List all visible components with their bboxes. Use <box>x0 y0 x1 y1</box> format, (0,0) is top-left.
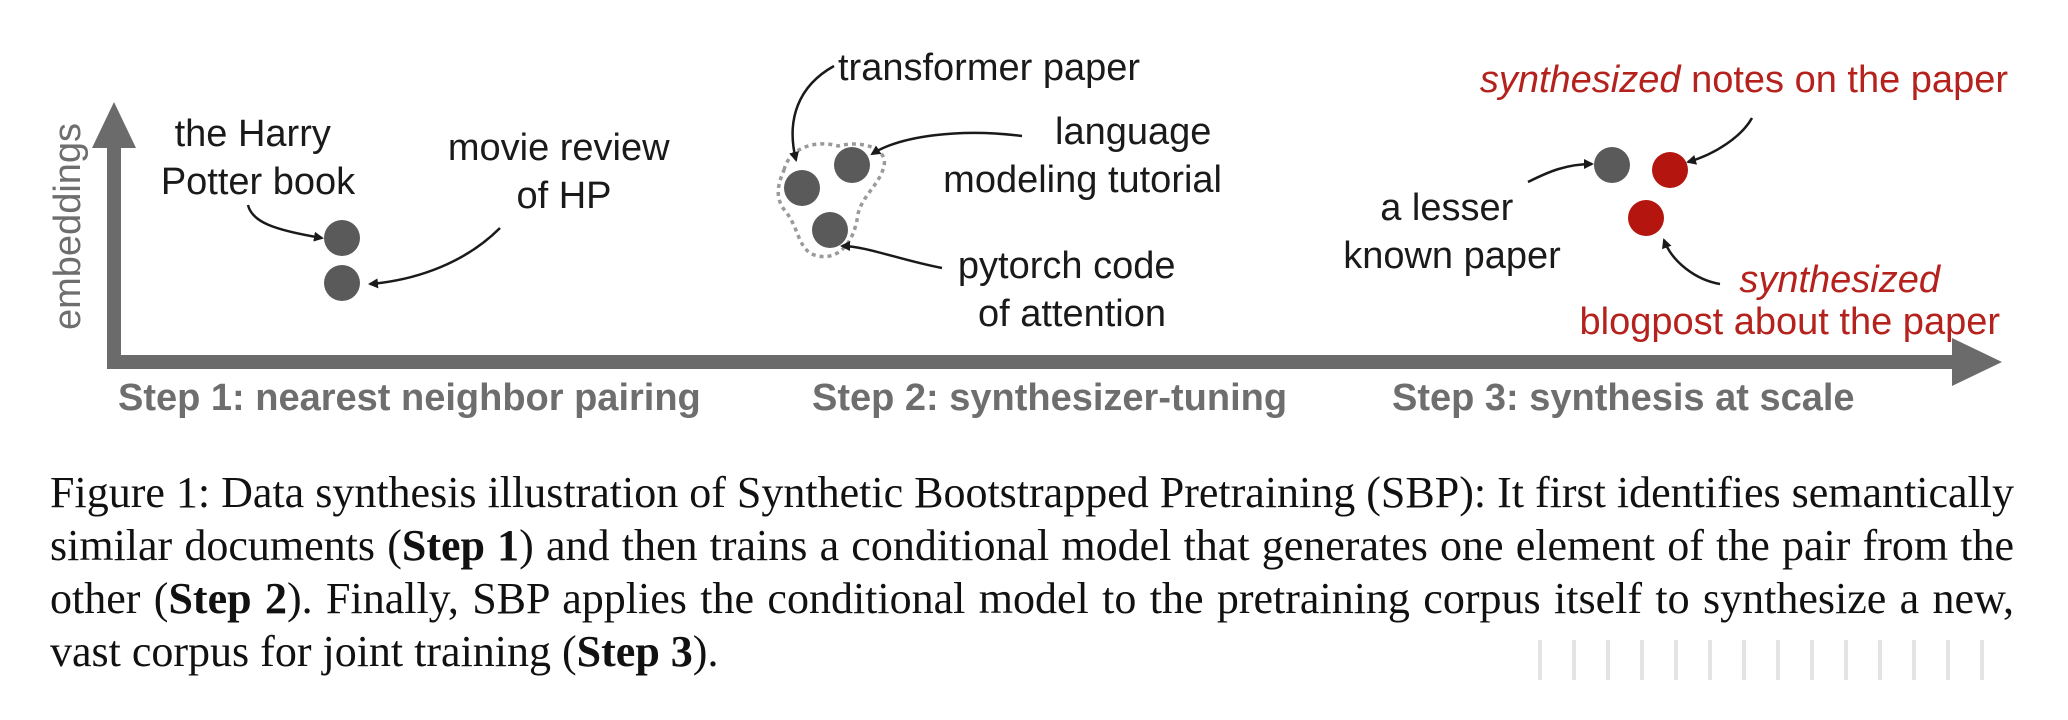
arrow-to-transformer-paper <box>789 64 835 162</box>
caption-step3: Step 3 <box>576 627 693 676</box>
harry-potter-label: the Harry Potter book <box>161 113 356 203</box>
step1-label: Step 1: nearest neighbor pairing <box>118 377 701 419</box>
synth-blogpost-dot <box>1628 200 1664 236</box>
watermark <box>1538 640 2008 680</box>
arrow-to-pytorch-code <box>840 241 943 270</box>
axes <box>92 102 2002 386</box>
synth-notes-dot <box>1652 152 1688 188</box>
x-axis-arrowhead <box>1952 338 2002 386</box>
caption-step2: Step 2 <box>168 574 287 623</box>
synth-blogpost-label-line2: blogpost about the paper <box>1580 301 2001 343</box>
arrow-to-language-modeling <box>870 131 1023 156</box>
transformer-paper-label: transformer paper <box>838 47 1140 89</box>
sbp-figure: embeddings Step 1: nearest neighbor pair… <box>47 47 2008 419</box>
step2-label: Step 2: synthesizer-tuning <box>812 377 1287 419</box>
cluster-outline <box>776 142 887 259</box>
figure-caption: Figure 1: Data synthesis illustration of… <box>50 466 2014 678</box>
caption-text-2: ) and then trains a conditional model th… <box>50 521 2015 623</box>
figure-number: Figure 1: <box>50 468 211 517</box>
lesser-known-label: a lesser known paper <box>1343 187 1561 277</box>
caption-text-3: ). Finally, SBP applies the conditional … <box>50 574 2015 676</box>
arrow-to-lesser-known <box>1527 159 1594 184</box>
caption-step1: Step 1 <box>401 521 520 570</box>
pytorch-code-dot <box>812 212 848 248</box>
lesser-known-dot <box>1594 147 1630 183</box>
y-axis-label: embeddings <box>47 123 89 330</box>
language-modeling-dot <box>834 147 870 183</box>
synth-notes-label: synthesized notes on the paper <box>1480 59 2008 101</box>
caption-text-4: ). <box>692 627 719 676</box>
step2-group: transformer paper language modeling tuto… <box>776 47 1222 335</box>
movie-review-dot <box>324 265 360 301</box>
arrow-to-synth-notes <box>1686 117 1754 165</box>
step3-group: synthesized notes on the paper a lesser … <box>1343 59 2008 343</box>
arrow-to-harry-potter <box>246 204 324 242</box>
caption-text-1: Data synthesis illustration of Synthetic… <box>50 468 2014 570</box>
transformer-paper-dot <box>784 170 820 206</box>
pytorch-code-label: pytorch code of attention <box>958 245 1186 335</box>
synth-blogpost-label-line1: synthesized <box>1739 259 1942 301</box>
step3-label: Step 3: synthesis at scale <box>1392 377 1855 419</box>
arrow-to-movie-review <box>368 227 501 289</box>
step1-group: the Harry Potter book movie review of HP <box>161 113 680 301</box>
y-axis-arrowhead <box>92 102 136 148</box>
movie-review-label: movie review of HP <box>448 127 680 217</box>
language-modeling-label: language modeling tutorial <box>943 111 1222 201</box>
arrow-to-synth-blogpost <box>1662 238 1721 286</box>
harry-potter-dot <box>324 220 360 256</box>
